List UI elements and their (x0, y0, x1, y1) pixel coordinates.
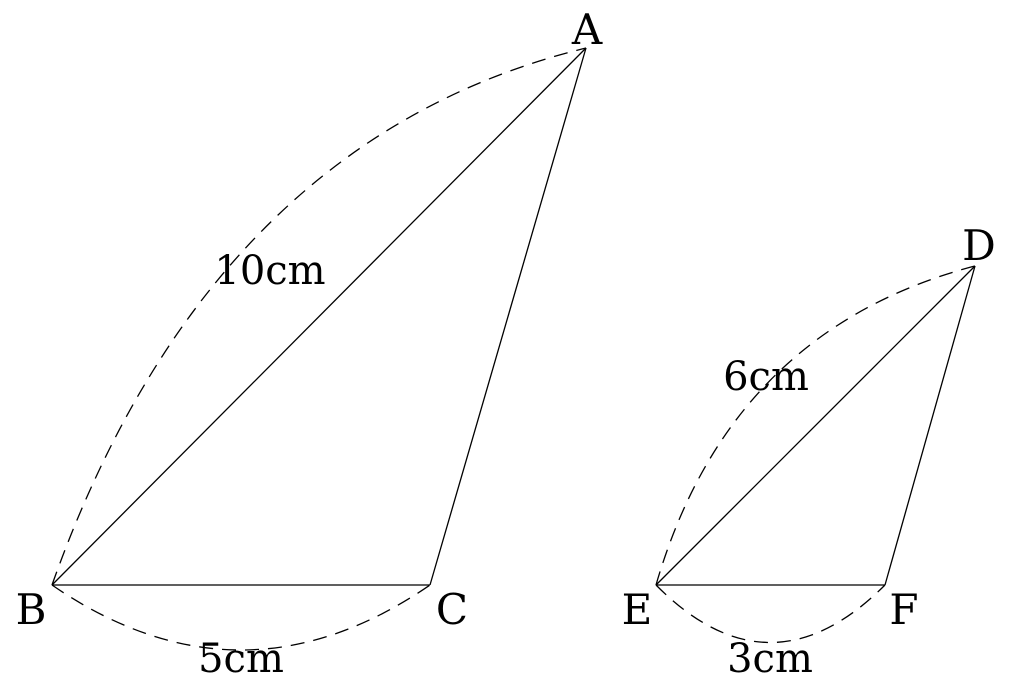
vertex-label-f: F (889, 585, 918, 634)
length-label-ef: 3cm (727, 636, 813, 682)
triangle-def: D E F 6cm 3cm (622, 221, 996, 682)
vertex-label-c: C (436, 585, 468, 634)
triangle-abc: A B C 10cm 5cm (16, 5, 603, 682)
arc-ef (655, 584, 886, 644)
edge-fd (884, 265, 976, 586)
length-label-bc: 5cm (198, 636, 284, 682)
length-label-de: 6cm (723, 354, 809, 400)
vertex-label-a: A (571, 5, 603, 54)
edge-de (655, 265, 976, 586)
edge-ab (51, 47, 587, 586)
arc-bc (51, 584, 431, 651)
vertex-label-d: D (962, 221, 996, 270)
arc-ab (51, 47, 587, 586)
arc-de (655, 265, 976, 586)
vertex-label-e: E (622, 585, 653, 634)
vertex-label-b: B (16, 585, 47, 634)
edge-ca (429, 47, 587, 586)
length-label-ab: 10cm (214, 248, 325, 294)
